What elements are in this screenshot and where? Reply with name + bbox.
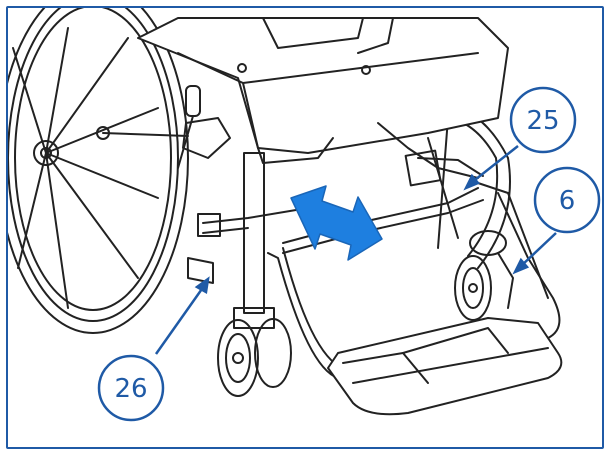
leader-6 xyxy=(520,232,557,267)
callout-26: 26 xyxy=(97,354,165,422)
callout-6-label: 6 xyxy=(559,186,576,216)
leader-25 xyxy=(470,145,519,184)
diagram-frame: 25 6 26 xyxy=(6,6,604,449)
leader-lines xyxy=(154,145,557,355)
leader-25-head xyxy=(463,173,481,191)
brake-lever xyxy=(96,85,231,169)
footplate xyxy=(327,317,563,416)
callout-6: 6 xyxy=(533,166,601,234)
callout-25-label: 25 xyxy=(526,106,559,136)
wheelchair-illustration: 25 6 26 xyxy=(8,8,601,422)
caster-left xyxy=(217,152,292,397)
caster-right xyxy=(454,230,514,321)
adjustment-arrow xyxy=(290,185,383,261)
callout-25: 25 xyxy=(509,86,577,154)
seat-frame xyxy=(137,17,509,164)
rear-wheel-left xyxy=(8,8,189,334)
callout-26-label: 26 xyxy=(114,374,147,404)
leader-26 xyxy=(154,285,206,355)
leader-6-head xyxy=(512,257,530,275)
leader-26-head xyxy=(194,276,210,294)
